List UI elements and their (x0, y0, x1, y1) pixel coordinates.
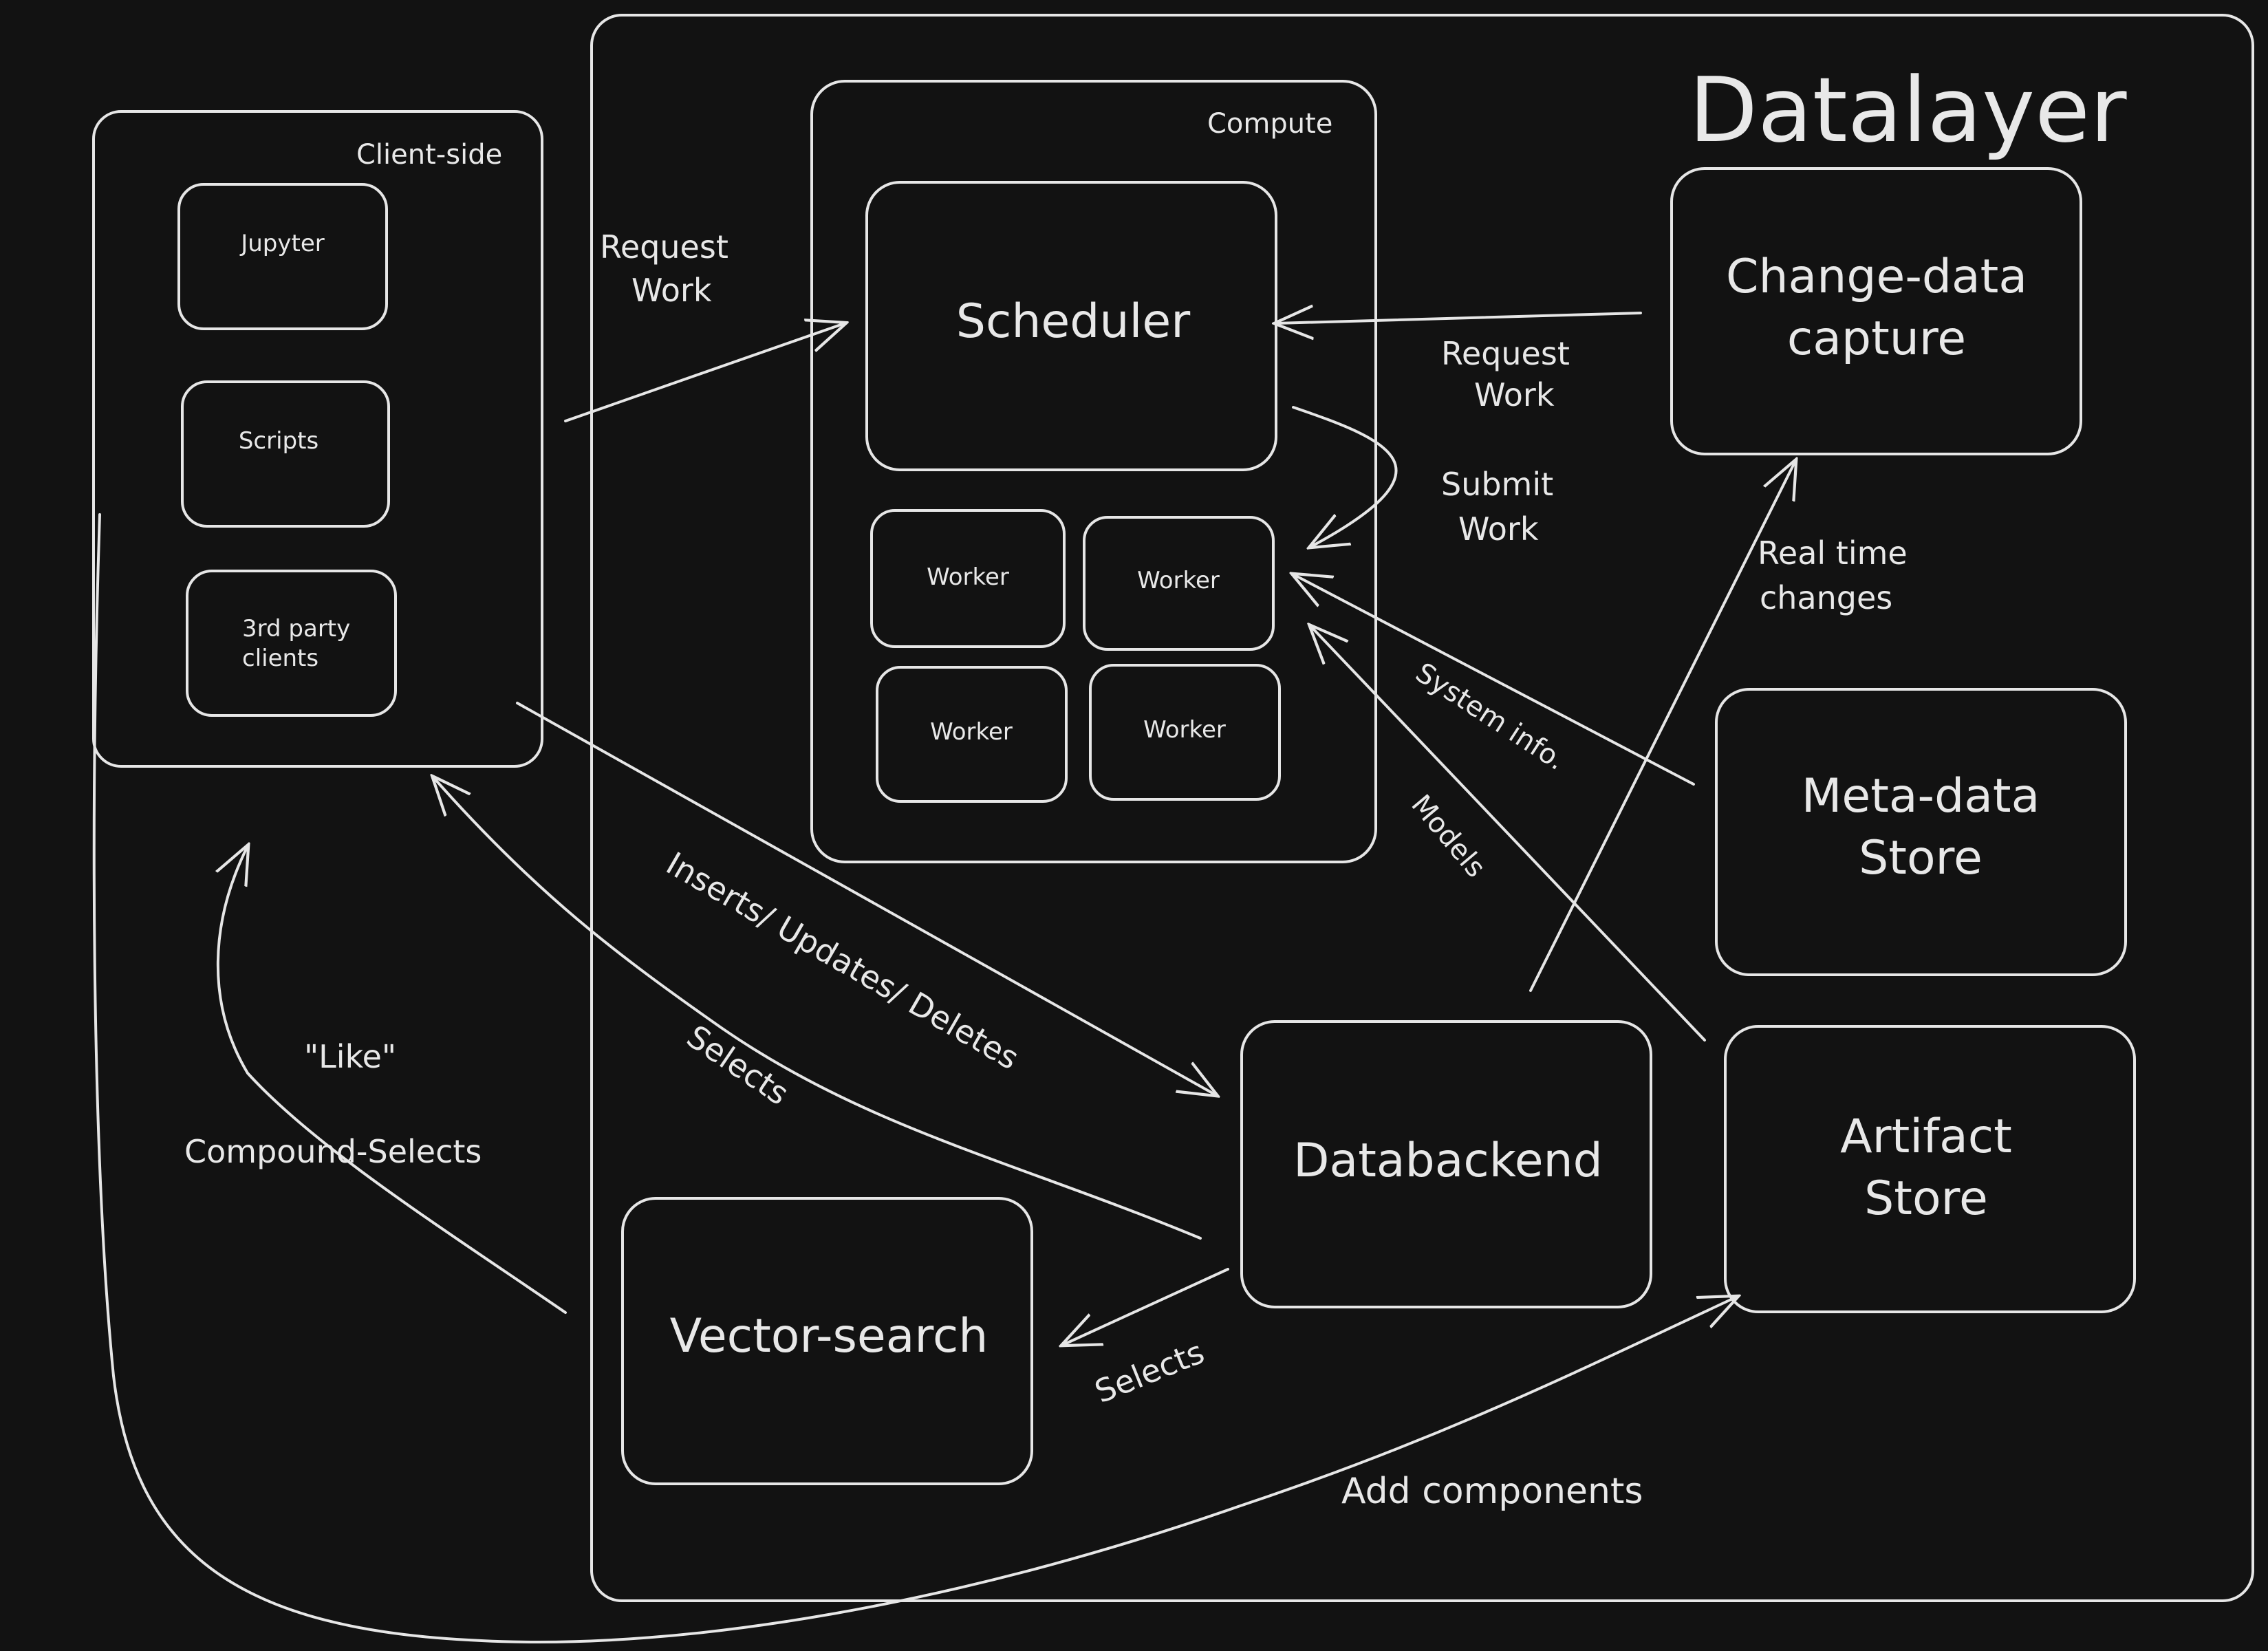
vector-search-node[interactable]: Vector-search (621, 1197, 1033, 1485)
databackend-to-vector-edge (1063, 1268, 1229, 1345)
compound-selects-label: Compound-Selects (184, 1133, 482, 1170)
worker-label: Worker (1137, 567, 1220, 594)
worker-node[interactable]: Worker (870, 509, 1066, 648)
worker-node[interactable]: Worker (1083, 516, 1275, 651)
jupyter-node[interactable]: Jupyter (177, 183, 388, 330)
worker-node[interactable]: Worker (1089, 664, 1281, 801)
client-to-scheduler-edge (564, 323, 845, 422)
databackend-to-cdc-edge (1529, 461, 1795, 992)
artifact-to-worker-edge (1310, 626, 1706, 1042)
scheduler-node[interactable]: Scheduler (865, 181, 1277, 471)
datalayer-frame (590, 14, 2254, 1602)
client-side-group: Client-side Jupyter Scripts 3rd party cl… (92, 110, 543, 768)
databackend-to-client-edge (433, 777, 1202, 1240)
client-side-label: Client-side (356, 139, 502, 171)
scripts-node[interactable]: Scripts (181, 380, 390, 528)
compute-group: Compute Scheduler Worker Worker Worker W… (810, 80, 1377, 863)
submit-work-label-2: Work (1458, 510, 1539, 548)
datalayer-title: Datalayer (1689, 58, 2127, 162)
databackend-label: Databackend (1293, 1134, 1603, 1188)
client-to-databackend-edge (516, 702, 1216, 1095)
real-time-label-2: changes (1760, 579, 1892, 616)
worker-node[interactable]: Worker (876, 666, 1068, 803)
metadata-store-node[interactable]: Meta-data Store (1715, 688, 2127, 976)
submit-work-label-1: Submit (1441, 466, 1553, 503)
metadata-label-line1: Meta-data (1802, 769, 2040, 823)
third-party-label-line1: 3rd party (242, 615, 350, 643)
third-party-clients-node[interactable]: 3rd party clients (186, 570, 397, 717)
cdc-label-line1: Change-data (1726, 250, 2027, 304)
request-work-cdc-label-2: Work (1474, 376, 1555, 413)
artifact-label-line2: Store (1864, 1172, 1988, 1226)
client-to-artifact-edge (92, 513, 1737, 1643)
request-work-client-label-1: Request (600, 228, 728, 266)
scheduler-label: Scheduler (956, 294, 1190, 349)
add-components-label: Add components (1341, 1471, 1643, 1512)
worker-label: Worker (927, 563, 1009, 591)
compute-label: Compute (1207, 108, 1332, 140)
metadata-to-worker-edge (1293, 574, 1695, 786)
submit-work-edge (1292, 406, 1398, 547)
request-work-client-label-2: Work (631, 272, 712, 309)
databackend-node[interactable]: Databackend (1240, 1020, 1652, 1308)
jupyter-label: Jupyter (239, 230, 325, 257)
real-time-label-1: Real time (1758, 535, 1908, 572)
artifact-store-node[interactable]: Artifact Store (1724, 1025, 2136, 1313)
worker-label: Worker (930, 718, 1013, 746)
metadata-label-line2: Store (1859, 831, 1983, 885)
change-data-capture-node[interactable]: Change-data capture (1670, 167, 2082, 455)
request-work-cdc-label-1: Request (1441, 335, 1570, 372)
vector-to-client-edge (218, 846, 567, 1314)
cdc-label-line2: capture (1787, 312, 1966, 366)
like-label: "Like" (304, 1038, 396, 1075)
vector-search-label: Vector-search (670, 1309, 989, 1363)
scripts-label: Scripts (239, 427, 318, 455)
third-party-label-line2: clients (242, 645, 318, 672)
worker-label: Worker (1143, 716, 1226, 744)
cdc-to-scheduler-edge (1276, 313, 1642, 323)
system-info-label: System info. (1410, 657, 1571, 777)
selects-vector-label: Selects (1090, 1333, 1209, 1410)
artifact-label-line1: Artifact (1840, 1110, 2012, 1164)
